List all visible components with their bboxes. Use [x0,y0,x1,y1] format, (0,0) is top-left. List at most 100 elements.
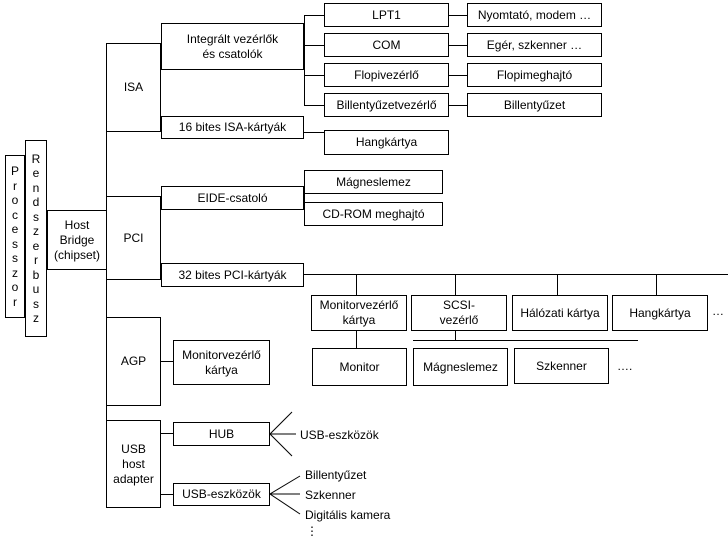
pci-bus-line [304,274,728,275]
usb-device-keyboard: Billentyűzet [305,468,367,482]
hdd-label: Mágneslemez [336,174,411,189]
usb-device-camera: Digitális kamera [305,508,391,522]
connector [449,15,467,16]
scsi-line2: vezérlő [439,313,479,327]
connector [557,274,558,295]
system-bus-letter: s [33,296,39,311]
usb-device-scanner: Szkenner [305,488,356,502]
sound-card-isa-label: Hangkártya [355,135,418,149]
mouse-scanner-label: Egér, szkenner … [486,37,583,52]
isa-port-bus [304,15,305,105]
integrated-controllers-box: Integrált vezérlők és csatolók [161,23,304,70]
usb-device-more: ⋮ [306,524,318,538]
connector [449,75,467,76]
scsi-more-label: …. [617,359,633,373]
connector [161,361,173,362]
usb-devices-label: USB-eszközök [182,487,261,501]
system-bus-letter: r [34,253,38,267]
usb-devices-box: USB-eszközök [173,483,270,506]
eide-label: EIDE-csatoló [197,190,268,205]
connector [304,180,305,214]
processor-letter: c [12,207,18,222]
cdrom-label: CD-ROM meghajtó [322,206,425,221]
keyboard-label: Billentyűzet [503,97,566,112]
host-bridge-line3: (chipset) [53,247,100,262]
connector [161,494,173,495]
keyboard-controller-box: Billentyűzetvezérlő [324,93,449,117]
pci-sound-card-box: Hangkártya [612,295,708,331]
processor-letter: o [11,280,19,294]
pci-monitor-ctrl-line2: kártya [342,313,376,327]
processor-letter: z [12,265,18,280]
integrated-line1: Integrált vezérlők [186,31,279,46]
agp-monitor-controller-box: Monitorvezérlő kártya [173,340,270,385]
isa-label: ISA [123,80,144,94]
connector [356,274,357,295]
lpt1-label: LPT1 [372,7,401,22]
printer-modem-box: Nyomtató, modem … [467,3,602,27]
printer-modem-label: Nyomtató, modem … [477,7,592,22]
connector [449,45,467,46]
connector [449,105,467,106]
pci-more-label: … [712,304,724,318]
pci-label: PCI [123,230,144,245]
hub-fanout [270,411,296,457]
floppy-controller-box: Flopivezérlő [324,63,449,87]
connector [455,331,456,340]
floppy-drive-box: Flopimeghajtó [467,63,602,87]
hdd-box: Mágneslemez [304,170,443,194]
scsi-chain-line [413,340,638,341]
processor-letter: s [12,236,18,251]
usb-host-line3: adapter [113,471,154,486]
processor-letter: P [10,164,19,178]
processor-letter: o [11,193,19,207]
floppy-controller-label: Flopivezérlő [354,67,419,82]
pci-box: PCI [106,196,161,280]
hub-box: HUB [173,422,270,446]
agp-label: AGP [120,354,147,368]
usb-host-adapter-box: USB host adapter [106,420,161,508]
network-card-box: Hálózati kártya [512,295,608,331]
system-bus-letter: z [33,311,39,325]
scsi-hdd-label: Mágneslemez [423,359,498,374]
lpt1-box: LPT1 [324,3,449,27]
usb-fanout [270,475,301,515]
usb-host-line1: USB [121,441,146,456]
hub-devices-label: USB-eszközök [300,428,379,442]
agp-monitor-ctrl-line2: kártya [205,362,238,377]
monitor-label: Monitor [339,359,380,374]
pci-cards-label: 32 bites PCI-kártyák [178,267,287,282]
system-bus-letter: R [31,151,41,166]
host-bridge-box: Host Bridge (chipset) [47,210,107,270]
agp-monitor-ctrl-line1: Monitorvezérlő [182,347,261,362]
connector [656,274,657,295]
connector [304,75,324,76]
pci-cards-box: 32 bites PCI-kártyák [161,263,304,287]
isa-box: ISA [106,43,161,132]
eide-box: EIDE-csatoló [161,186,304,210]
connector [304,105,324,106]
agp-box: AGP [106,317,161,406]
keyboard-box: Billentyűzet [467,93,602,117]
keyboard-controller-label: Billentyűzetvezérlő [336,97,437,112]
connector [161,433,173,434]
monitor-box: Monitor [312,348,407,386]
system-bus-letter: b [32,267,40,282]
system-bus-letter: e [32,238,40,253]
isa-cards-label: 16 bites ISA-kártyák [178,120,287,134]
connector [304,45,324,46]
cdrom-box: CD-ROM meghajtó [304,202,443,226]
system-bus-letter: n [32,180,40,195]
floppy-drive-label: Flopimeghajtó [496,67,573,82]
integrated-line2: és csatolók [202,46,263,61]
scsi-controller-box: SCSI- vezérlő [411,295,507,331]
com-label: COM [372,37,401,52]
system-bus-letter: s [33,209,39,224]
pci-sound-card-label: Hangkártya [629,305,691,320]
connector [356,331,357,348]
network-card-label: Hálózati kártya [520,305,600,320]
mouse-scanner-box: Egér, szkenner … [467,33,602,57]
hub-label: HUB [208,426,235,441]
